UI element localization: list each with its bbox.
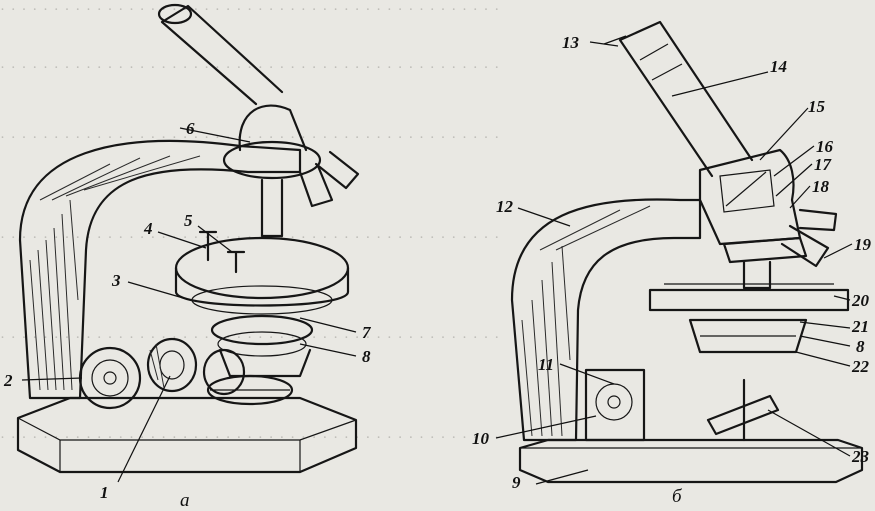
label-b-20: 20	[851, 291, 870, 310]
label-b-16: 16	[816, 137, 834, 156]
stage-b	[648, 288, 850, 312]
nosepiece-a	[222, 140, 322, 180]
objective-b3	[798, 208, 838, 232]
label-b-19: 19	[854, 235, 872, 254]
labels-a: 1 2 3 4 5 6 7 8	[3, 119, 372, 502]
label-b-21: 21	[851, 317, 869, 336]
mirror-b	[706, 394, 780, 436]
objective-b2	[780, 224, 830, 268]
labels-b: 8 9 10 11 12 13 14 15 16 17 18 19 20 21 …	[472, 33, 872, 492]
label-a-7: 7	[362, 323, 372, 342]
condenser-a	[210, 314, 314, 346]
label-a-6: 6	[186, 119, 195, 138]
nosepiece-b	[722, 236, 808, 264]
label-b-12: 12	[496, 197, 514, 216]
label-a-1: 1	[100, 483, 109, 502]
objective-a1	[260, 178, 284, 238]
label-b-13: 13	[562, 33, 580, 52]
label-a-8: 8	[362, 347, 371, 366]
objective-b1	[742, 260, 772, 290]
caption-b: б	[672, 486, 683, 507]
microscope-a	[16, 3, 360, 474]
ghost-text-line: · · · · · · · · · · · · · · · · · · · · …	[0, 2, 501, 18]
label-b-8: 8	[856, 337, 865, 356]
focus-mechanism-b	[584, 368, 646, 442]
stage-clip-right	[226, 250, 246, 274]
label-b-17: 17	[814, 155, 833, 174]
label-b-22: 22	[851, 357, 870, 376]
label-b-10: 10	[472, 429, 490, 448]
label-a-2: 2	[3, 371, 13, 390]
label-b-9: 9	[512, 473, 521, 492]
objective-a3	[314, 150, 360, 190]
label-b-23: 23	[851, 447, 870, 466]
label-a-4: 4	[143, 219, 153, 238]
head-a	[238, 104, 308, 152]
fine-focus-knob	[146, 337, 198, 393]
eyepiece-tube-b	[618, 20, 754, 178]
label-a-3: 3	[111, 271, 121, 290]
caption-a: а	[180, 490, 190, 511]
label-b-18: 18	[812, 177, 830, 196]
ghost-text-line: · · · · · · · · · · · · · · · · · · · · …	[0, 430, 501, 446]
eyepiece-tube-a	[160, 4, 284, 106]
label-b-15: 15	[808, 97, 826, 116]
ghost-text-line: · · · · · · · · · · · · · · · · · · · · …	[0, 60, 501, 76]
label-a-5: 5	[184, 211, 193, 230]
ghost-text-line: · · · · · · · · · · · · · · · · · · · · …	[0, 330, 501, 346]
arm-b	[510, 198, 702, 442]
stage-clip-left	[198, 230, 218, 262]
base-a	[16, 396, 358, 474]
head-b	[698, 148, 802, 246]
base-b	[518, 438, 864, 484]
label-b-11: 11	[538, 355, 554, 374]
objective-a2	[298, 164, 334, 208]
mirror-a	[206, 374, 294, 406]
leader-lines	[21, 41, 853, 485]
substage-knob	[202, 348, 246, 396]
label-b-14: 14	[770, 57, 787, 76]
microscope-b	[510, 20, 864, 484]
ghost-text-line: · · · · · · · · · · · · · · · · · · · · …	[0, 130, 501, 146]
